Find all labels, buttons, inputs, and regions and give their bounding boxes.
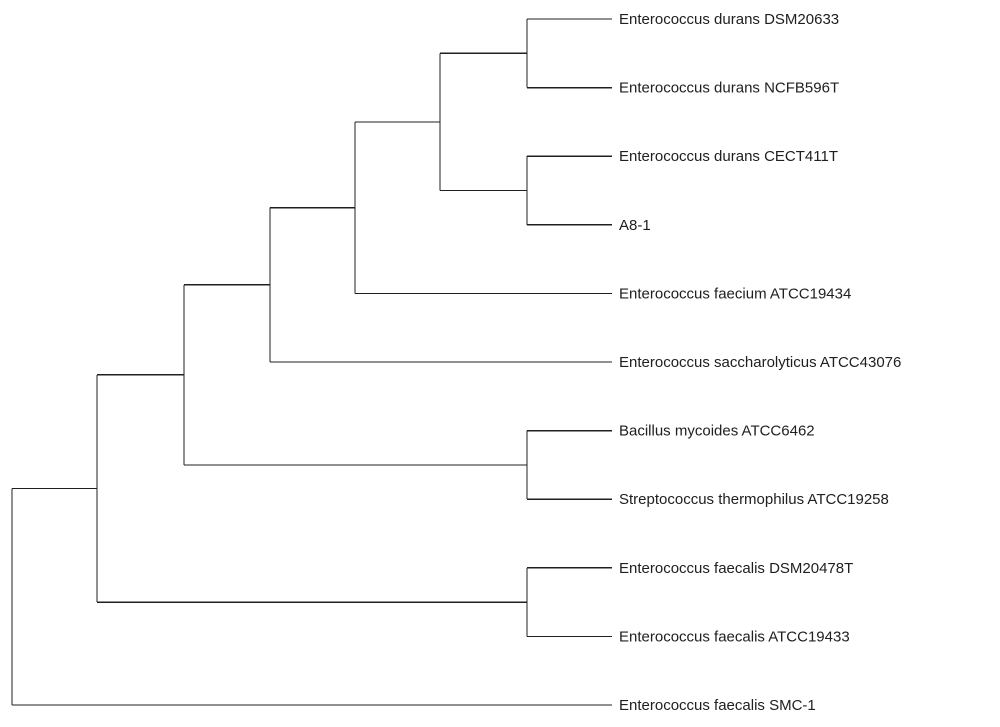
taxon-label: Enterococcus durans DSM20633 bbox=[619, 11, 839, 28]
taxon-label: A8-1 bbox=[619, 217, 651, 234]
taxon-label: Enterococcus faecalis DSM20478T bbox=[619, 560, 853, 577]
taxon-label: Enterococcus faecium ATCC19434 bbox=[619, 285, 851, 302]
taxon-label: Enterococcus saccharolyticus ATCC43076 bbox=[619, 354, 901, 371]
taxon-label: Enterococcus durans NCFB596T bbox=[619, 80, 839, 97]
taxon-label: Enterococcus durans CECT411T bbox=[619, 148, 838, 165]
taxon-label: Enterococcus faecalis ATCC19433 bbox=[619, 628, 850, 645]
taxon-label: Streptococcus thermophilus ATCC19258 bbox=[619, 491, 889, 508]
taxon-label: Enterococcus faecalis SMC-1 bbox=[619, 697, 816, 714]
taxon-label: Bacillus mycoides ATCC6462 bbox=[619, 423, 815, 440]
